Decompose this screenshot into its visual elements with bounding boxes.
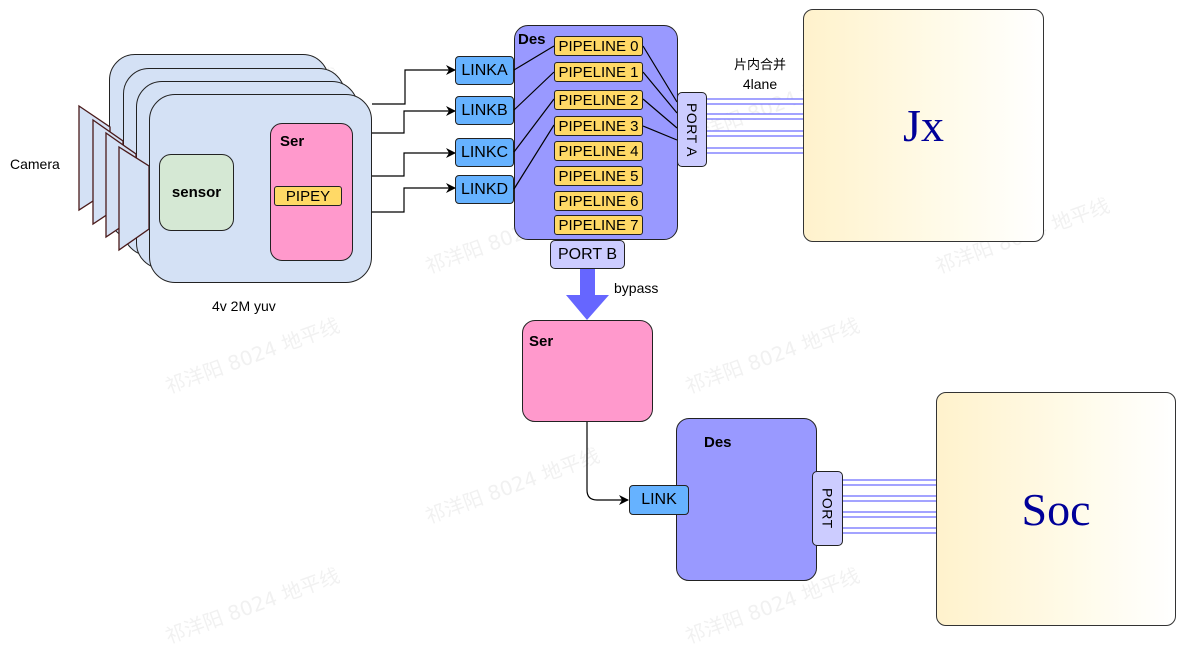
soc-chip[interactable]: Soc xyxy=(936,392,1176,626)
connector-to-linkc xyxy=(372,148,456,177)
link-a-label: LINKA xyxy=(461,61,508,79)
module-caption: 4v 2M yuv xyxy=(212,298,276,314)
lane-note-line2: 4lane xyxy=(742,76,778,92)
pipeline-2[interactable]: PIPELINE 2 xyxy=(554,90,643,110)
ser2-block[interactable]: Ser xyxy=(522,320,653,422)
lane-note: 片内合并 4lane xyxy=(722,56,798,94)
pipeline-label: PIPELINE 7 xyxy=(558,216,639,234)
connector-to-linkd xyxy=(372,183,456,213)
des-main-title: Des xyxy=(518,31,546,48)
lane xyxy=(841,527,946,534)
port-a[interactable]: PORT A xyxy=(677,92,707,167)
link-b-label: LINKB xyxy=(461,101,508,119)
link-d[interactable]: LINKD xyxy=(455,175,514,204)
ser2-to-link xyxy=(586,422,629,505)
pipey-box[interactable]: PIPEY xyxy=(274,186,342,206)
jx-chip[interactable]: Jx xyxy=(803,9,1044,242)
camera-ser-block[interactable]: Ser PIPEY xyxy=(270,123,353,261)
des2-link[interactable]: LINK xyxy=(629,485,689,515)
pipeline-label: PIPELINE 4 xyxy=(558,142,639,160)
des2-title: Des xyxy=(704,434,732,451)
pipeline-4[interactable]: PIPELINE 4 xyxy=(554,141,643,161)
link-c-label: LINKC xyxy=(460,143,509,161)
des2-block[interactable]: Des xyxy=(676,418,817,581)
pipeline-label: PIPELINE 5 xyxy=(558,167,639,185)
link-c[interactable]: LINKC xyxy=(455,138,514,167)
jx-label: Jx xyxy=(903,100,944,151)
pipeline-label: PIPELINE 0 xyxy=(558,37,639,55)
camera-ser-label: Ser xyxy=(280,133,305,150)
pipeline-6[interactable]: PIPELINE 6 xyxy=(554,191,643,211)
des2-port-label: PORT xyxy=(819,488,836,529)
link-a[interactable]: LINKA xyxy=(455,56,514,85)
camera-module-card: sensor Ser PIPEY xyxy=(149,94,372,283)
pipeline-1[interactable]: PIPELINE 1 xyxy=(554,62,643,82)
lane xyxy=(841,479,946,486)
lane xyxy=(705,147,809,154)
lanes-port-to-soc xyxy=(841,479,946,534)
pipeline-7[interactable]: PIPELINE 7 xyxy=(554,215,643,235)
link-b[interactable]: LINKB xyxy=(455,96,514,125)
des2-port[interactable]: PORT xyxy=(812,471,843,546)
bypass-arrow-icon xyxy=(566,269,609,320)
pipeline-3[interactable]: PIPELINE 3 xyxy=(554,116,643,136)
camera-lens-icons xyxy=(78,104,150,252)
pipeline-label: PIPELINE 1 xyxy=(558,63,639,81)
port-b-label: PORT B xyxy=(558,245,617,263)
connector-to-linka xyxy=(372,65,456,105)
lane xyxy=(841,495,946,502)
connector-to-linkb xyxy=(372,106,456,134)
soc-label: Soc xyxy=(1021,483,1091,535)
pipeline-label: PIPELINE 6 xyxy=(558,192,639,210)
link-d-label: LINKD xyxy=(460,180,509,198)
bypass-label: bypass xyxy=(614,280,659,296)
pipeline-0[interactable]: PIPELINE 0 xyxy=(554,36,643,56)
des2-link-label: LINK xyxy=(641,491,677,508)
ser2-label: Ser xyxy=(529,333,554,350)
pipeline-label: PIPELINE 2 xyxy=(558,91,639,109)
lane xyxy=(705,130,809,137)
pipey-label: PIPEY xyxy=(285,187,331,205)
camera-label: Camera xyxy=(10,156,60,172)
lane-note-line1: 片内合并 xyxy=(733,58,786,73)
lane xyxy=(841,511,946,518)
lane xyxy=(705,113,809,120)
port-a-label: PORT A xyxy=(684,102,700,157)
lanes-porta-to-jx xyxy=(705,98,809,154)
pipeline-5[interactable]: PIPELINE 5 xyxy=(554,166,643,186)
port-b[interactable]: PORT B xyxy=(550,240,625,269)
sensor-label: sensor xyxy=(171,184,222,201)
pipeline-label: PIPELINE 3 xyxy=(558,117,639,135)
lane xyxy=(705,98,809,105)
sensor-block[interactable]: sensor xyxy=(159,154,234,231)
